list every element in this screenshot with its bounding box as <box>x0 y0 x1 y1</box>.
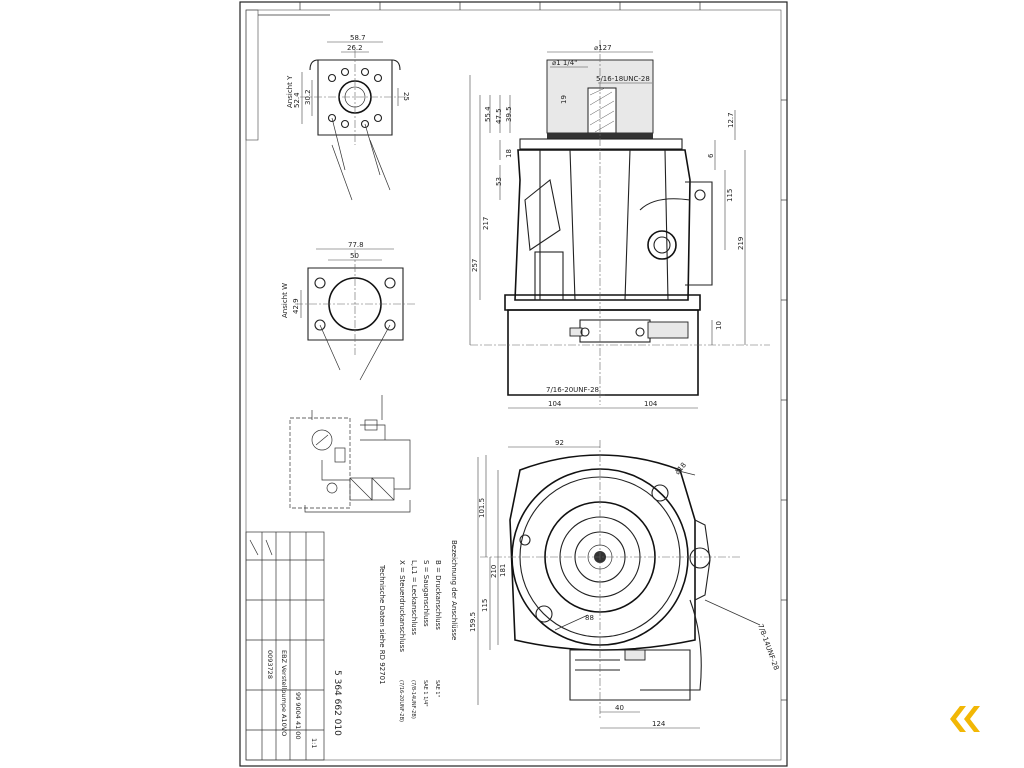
dim-30-2: 30.2 <box>304 89 312 105</box>
legend-entry-l: L,L1 = Leckanschluss <box>410 560 418 635</box>
sheet-grid-ticks <box>299 2 787 701</box>
dim-104-left: 104 <box>548 400 562 408</box>
dim-7-16-unf: 7/16-20UNF-28 <box>546 386 599 394</box>
dim-257: 257 <box>471 259 479 272</box>
dim-40: 40 <box>615 704 624 712</box>
dim-47-5: 47.5 <box>495 108 503 124</box>
dim-52-4: 52.4 <box>293 92 301 108</box>
port-legend: Bezeichnung der Anschlüsse B = Druckansc… <box>378 540 458 722</box>
dim-6: 6 <box>707 153 715 158</box>
sheet-inner-border <box>245 9 782 761</box>
title-code: 0093728 <box>266 650 274 679</box>
dim-42-9: 42.9 <box>292 298 300 314</box>
view-w-label: Ansicht W <box>281 283 289 318</box>
title-drawing-no: 99 9004 41 00 <box>294 692 302 740</box>
flange-view-w: 77.8 50 42.9 Ansicht W <box>281 241 415 381</box>
dim-181: 181 <box>499 564 507 577</box>
sheet-border <box>239 1 788 767</box>
dim-12-7: 12.7 <box>727 112 735 128</box>
dim-d1-1-4: ⌀1 1/4" <box>552 59 577 67</box>
dim-92: 92 <box>555 439 564 447</box>
dim-104-right: 104 <box>644 400 658 408</box>
dim-50: 50 <box>350 252 359 260</box>
view-y-label: Ansicht Y <box>286 75 294 108</box>
dim-53: 53 <box>495 177 503 186</box>
hydraulic-schematic <box>289 395 411 513</box>
dim-210: 210 <box>490 565 498 578</box>
info-strip <box>245 9 259 141</box>
title-block <box>245 531 325 761</box>
dim-18: 18 <box>505 149 513 158</box>
dim-d127: ⌀127 <box>594 44 612 52</box>
title-designation: EBZ Verstellpumpe A10VO <box>280 650 288 736</box>
dim-58-7: 58.7 <box>350 34 366 42</box>
dim-26-2: 26.2 <box>347 44 363 52</box>
thread-1: SAE 1" <box>434 680 440 697</box>
dim-88: 88 <box>585 614 594 622</box>
flange-view-y: 58.7 26.2 52.4 30.2 25 Ansicht Y <box>286 34 410 201</box>
dim-25: 25 <box>402 92 410 101</box>
title-scale: 1:1 <box>310 738 318 748</box>
dim-5-16-unc: 5/16-18UNC-28 <box>596 75 650 83</box>
thread-2: SAE 1 1/4" <box>422 680 428 707</box>
dim-115-front: 115 <box>481 599 489 612</box>
legend-spec-ref: Technische Daten siehe RD 92701 <box>378 564 386 685</box>
dim-55-4: 55.4 <box>484 106 492 122</box>
thread-3: (7/8-14UNF-2B) <box>410 680 416 719</box>
dim-217: 217 <box>482 217 490 230</box>
dim-77-8: 77.8 <box>348 241 364 249</box>
brand-logo-icon <box>946 704 984 734</box>
dim-19: 19 <box>560 95 568 104</box>
legend-entry-b: B = Druckanschluss <box>434 560 442 630</box>
dim-101-5: 101.5 <box>478 498 486 518</box>
pump-side-view: ⌀127 ⌀1 1/4" 5/16-18UNC-28 19 39.5 47.5 … <box>469 40 770 409</box>
dim-219: 219 <box>737 237 745 250</box>
dim-10: 10 <box>715 321 723 330</box>
part-number: 5 364 662 010 <box>332 670 342 736</box>
thread-4: (7/16-20UNF-2B) <box>398 680 404 722</box>
dim-159-5: 159.5 <box>469 612 477 632</box>
dim-124: 124 <box>652 720 666 728</box>
legend-entry-x: X = Steuerdruckanschluss <box>398 560 406 652</box>
legend-heading: Bezeichnung der Anschlüsse <box>450 540 458 640</box>
legend-entry-s: S = Sauganschluss <box>422 560 430 627</box>
dim-39-5: 39.5 <box>505 106 513 122</box>
dim-115: 115 <box>726 189 734 202</box>
